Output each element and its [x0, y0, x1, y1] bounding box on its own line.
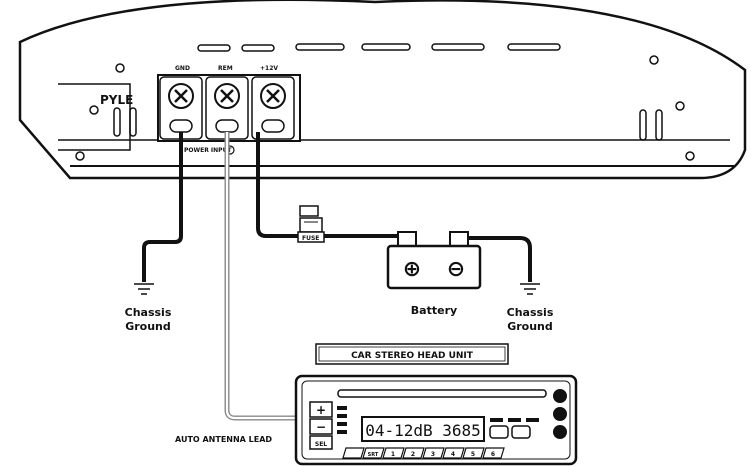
battery-plus-icon: ⊕: [403, 257, 421, 282]
mount-hole: [115, 63, 125, 73]
tape-icon: [489, 425, 509, 439]
car-stereo-head-unit: + − SEL 04-12dB 3685 SRT: [294, 374, 578, 466]
terminal-label-gnd: GND: [175, 65, 190, 72]
amp-vent-slots: [113, 43, 663, 141]
preset-button-6[interactable]: [482, 447, 505, 459]
mount-hole: [75, 151, 85, 161]
lcd-display: [361, 416, 485, 442]
mode-button[interactable]: [362, 447, 385, 459]
head-unit-label: CAR STEREO HEAD UNIT: [351, 351, 474, 361]
terminal-block: [157, 74, 301, 142]
preset-label-6: 6: [491, 451, 495, 458]
terminal-label-12v: +12V: [260, 65, 278, 72]
fuse-label: FUSE: [302, 235, 319, 242]
mode-button[interactable]: [342, 447, 365, 459]
knob-icon[interactable]: [553, 425, 567, 439]
chassis-ground-right-line1: Chassis: [507, 306, 554, 319]
terminal-label-rem: REM: [218, 65, 233, 72]
fuse-icon: [297, 205, 325, 243]
volume-up-label: +: [316, 403, 326, 417]
mode-button-label: SRT: [368, 452, 379, 458]
chassis-ground-left-line2: Ground: [125, 320, 171, 333]
wires: [142, 132, 532, 421]
tape-icon: [511, 425, 531, 439]
preset-button-2[interactable]: [402, 447, 425, 459]
sel-label: SEL: [315, 441, 327, 448]
preset-button-3[interactable]: [422, 447, 445, 459]
power-input-label: POWER INPUT: [184, 147, 232, 154]
mount-hole: [685, 151, 695, 161]
battery: ⊕ ⊖: [386, 231, 482, 290]
ground-icon: [134, 283, 154, 295]
head-unit-label-box: [315, 343, 509, 365]
preset-button-5[interactable]: [462, 447, 485, 459]
volume-down-button[interactable]: [309, 418, 333, 435]
chassis-ground-right-line2: Ground: [507, 320, 553, 333]
amp-brand-logo: PYLE: [100, 93, 133, 107]
battery-minus-icon: ⊖: [447, 257, 465, 282]
auto-antenna-lead-label: AUTO ANTENNA LEAD: [175, 435, 272, 444]
preset-label-5: 5: [471, 451, 475, 458]
preset-label-4: 4: [451, 451, 455, 458]
preset-label-2: 2: [411, 451, 415, 458]
cd-slot: [337, 389, 547, 398]
amplifier: PYLE GND REM +12V POWER INPUT: [18, 0, 747, 180]
preset-button-4[interactable]: [442, 447, 465, 459]
preset-button-row: SRT 1 2 3 4 5 6: [342, 447, 505, 459]
preset-label-1: 1: [391, 451, 395, 458]
volume-down-label: −: [316, 420, 326, 434]
knob-icon[interactable]: [553, 407, 567, 421]
knob-icon[interactable]: [553, 389, 567, 403]
lcd-display-text: 04-12dB 3685: [365, 421, 481, 440]
preset-button-1[interactable]: [382, 447, 405, 459]
volume-up-button[interactable]: [309, 401, 333, 418]
mount-hole: [649, 55, 659, 65]
mount-hole: [89, 105, 99, 115]
preset-label-3: 3: [431, 451, 435, 458]
chassis-ground-left-line1: Chassis: [125, 306, 172, 319]
ground-icon: [520, 283, 540, 295]
mount-hole: [675, 101, 685, 111]
sel-button[interactable]: [309, 435, 333, 450]
battery-label: Battery: [411, 304, 457, 317]
